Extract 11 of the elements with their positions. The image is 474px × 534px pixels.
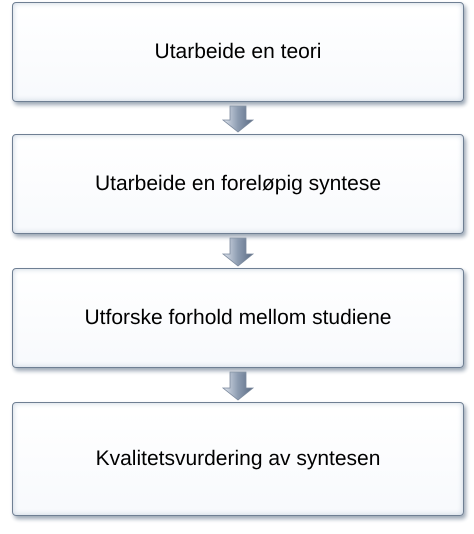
arrow xyxy=(222,372,254,401)
process-box xyxy=(12,402,464,516)
arrow xyxy=(222,238,254,267)
step-label: Utarbeide en teori xyxy=(154,40,322,64)
process-box xyxy=(12,2,464,102)
process-box xyxy=(12,268,464,368)
arrow xyxy=(222,106,254,133)
step-label: Kvalitetsvurdering av syntesen xyxy=(96,447,380,471)
step-label: Utforske forhold mellom studiene xyxy=(84,306,392,330)
step-label: Utarbeide en foreløpig syntese xyxy=(95,172,381,196)
process-box xyxy=(12,134,464,234)
